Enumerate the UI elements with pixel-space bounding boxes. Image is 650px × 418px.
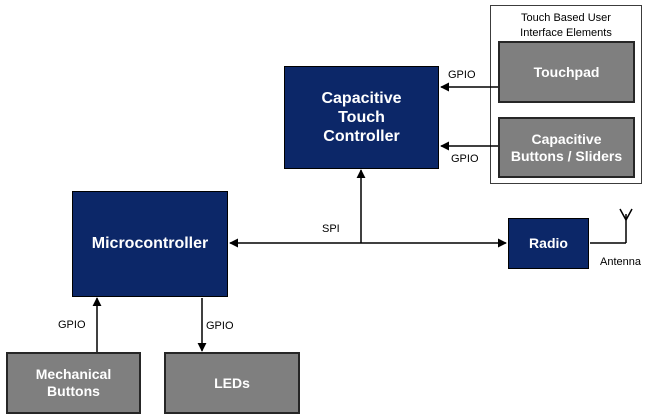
gpio-cap-buttons-label: GPIO <box>451 153 479 165</box>
radio-block: Radio <box>508 218 589 269</box>
microcontroller-label: Microcontroller <box>91 235 209 253</box>
antenna-icon <box>590 208 633 244</box>
microcontroller-block: Microcontroller <box>72 191 228 297</box>
mechanical-buttons-block: Mechanical Buttons <box>6 352 141 414</box>
capacitive-buttons-sliders-label: Capacitive Buttons / Sliders <box>510 130 623 164</box>
touchpad-label: Touchpad <box>533 63 600 80</box>
leds-block: LEDs <box>164 352 300 414</box>
touch-ui-group-label: Touch Based User Interface Elements <box>520 12 612 39</box>
capacitive-touch-controller-label: Capacitive Touch Controller <box>321 89 402 146</box>
radio-label: Radio <box>529 235 568 252</box>
capacitive-buttons-sliders-block: Capacitive Buttons / Sliders <box>498 117 635 178</box>
mechanical-buttons-label: Mechanical Buttons <box>35 366 112 399</box>
gpio-mech-buttons-label: GPIO <box>58 319 86 331</box>
antenna-label: Antenna <box>600 256 641 268</box>
leds-label: LEDs <box>214 374 250 391</box>
gpio-touchpad-label: GPIO <box>448 69 476 81</box>
spi-label: SPI <box>322 223 340 235</box>
gpio-leds-label: GPIO <box>206 320 234 332</box>
capacitive-touch-controller-block: Capacitive Touch Controller <box>284 66 439 169</box>
touchpad-block: Touchpad <box>498 41 635 103</box>
